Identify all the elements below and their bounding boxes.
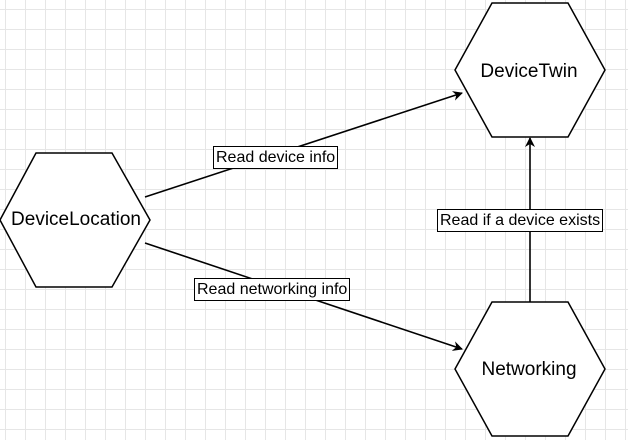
device-location-node[interactable] bbox=[0, 152, 151, 288]
networking-label: Networking bbox=[481, 359, 577, 380]
edge-label-read-device-info: Read device info bbox=[213, 146, 339, 169]
edge-location-to-twin bbox=[144, 91, 463, 198]
device-location-label: DeviceLocation bbox=[11, 209, 141, 230]
device-twin-node[interactable] bbox=[454, 2, 606, 138]
edge-label-read-if-device-exists: Read if a device exists bbox=[437, 209, 604, 232]
edge-label-read-networking-info: Read networking info bbox=[194, 278, 351, 301]
networking-node[interactable] bbox=[454, 301, 606, 437]
device-twin-label: DeviceTwin bbox=[480, 61, 578, 82]
